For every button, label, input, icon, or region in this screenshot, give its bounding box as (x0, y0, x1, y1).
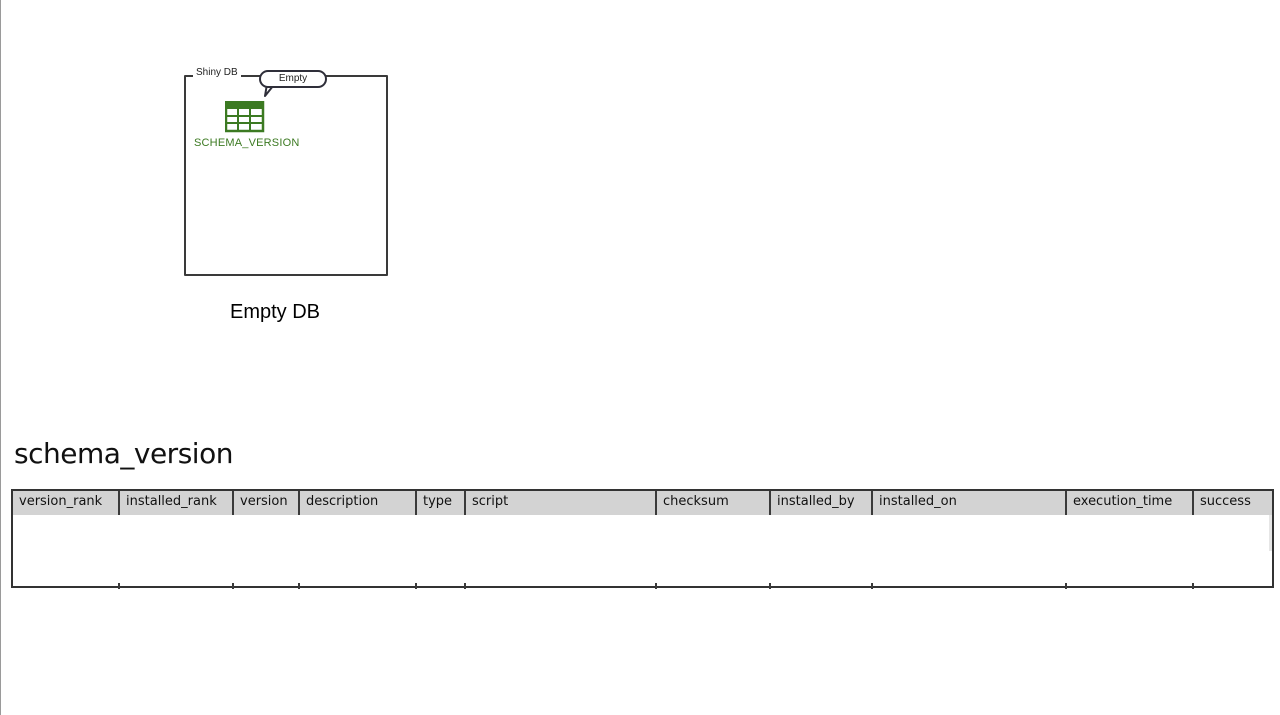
column-header-checksum: checksum (655, 491, 769, 515)
column-header-script: script (464, 491, 655, 515)
database-title: Shiny DB (193, 67, 241, 78)
table-scroll-edge (1269, 515, 1272, 551)
column-tick (871, 583, 873, 589)
column-header-installed-by: installed_by (769, 491, 871, 515)
column-header-execution-time: execution_time (1065, 491, 1192, 515)
table-header: version_rank installed_rank version desc… (13, 491, 1272, 515)
column-header-type: type (415, 491, 464, 515)
status-bubble: Empty (259, 70, 327, 88)
column-tick (298, 583, 300, 589)
column-header-version-rank: version_rank (19, 494, 103, 509)
column-tick (1192, 583, 1194, 589)
table-label[interactable]: SCHEMA_VERSION (194, 137, 300, 149)
database-caption: Empty DB (230, 301, 321, 323)
column-tick (464, 583, 466, 589)
column-tick (232, 583, 234, 589)
database-container (184, 75, 388, 276)
column-tick (769, 583, 771, 589)
column-tick (1065, 583, 1067, 589)
column-tick (655, 583, 657, 589)
column-tick (118, 583, 120, 589)
table-grid-icon[interactable] (225, 101, 265, 133)
column-header-success: success (1192, 491, 1272, 515)
column-tick (415, 583, 417, 589)
schema-table: version_rank installed_rank version desc… (11, 489, 1274, 589)
schema-title: schema_version (14, 437, 233, 470)
column-header-version: version (232, 491, 298, 515)
column-header-installed-rank: installed_rank (118, 491, 232, 515)
column-header-description: description (298, 491, 415, 515)
column-header-installed-on: installed_on (871, 491, 1065, 515)
